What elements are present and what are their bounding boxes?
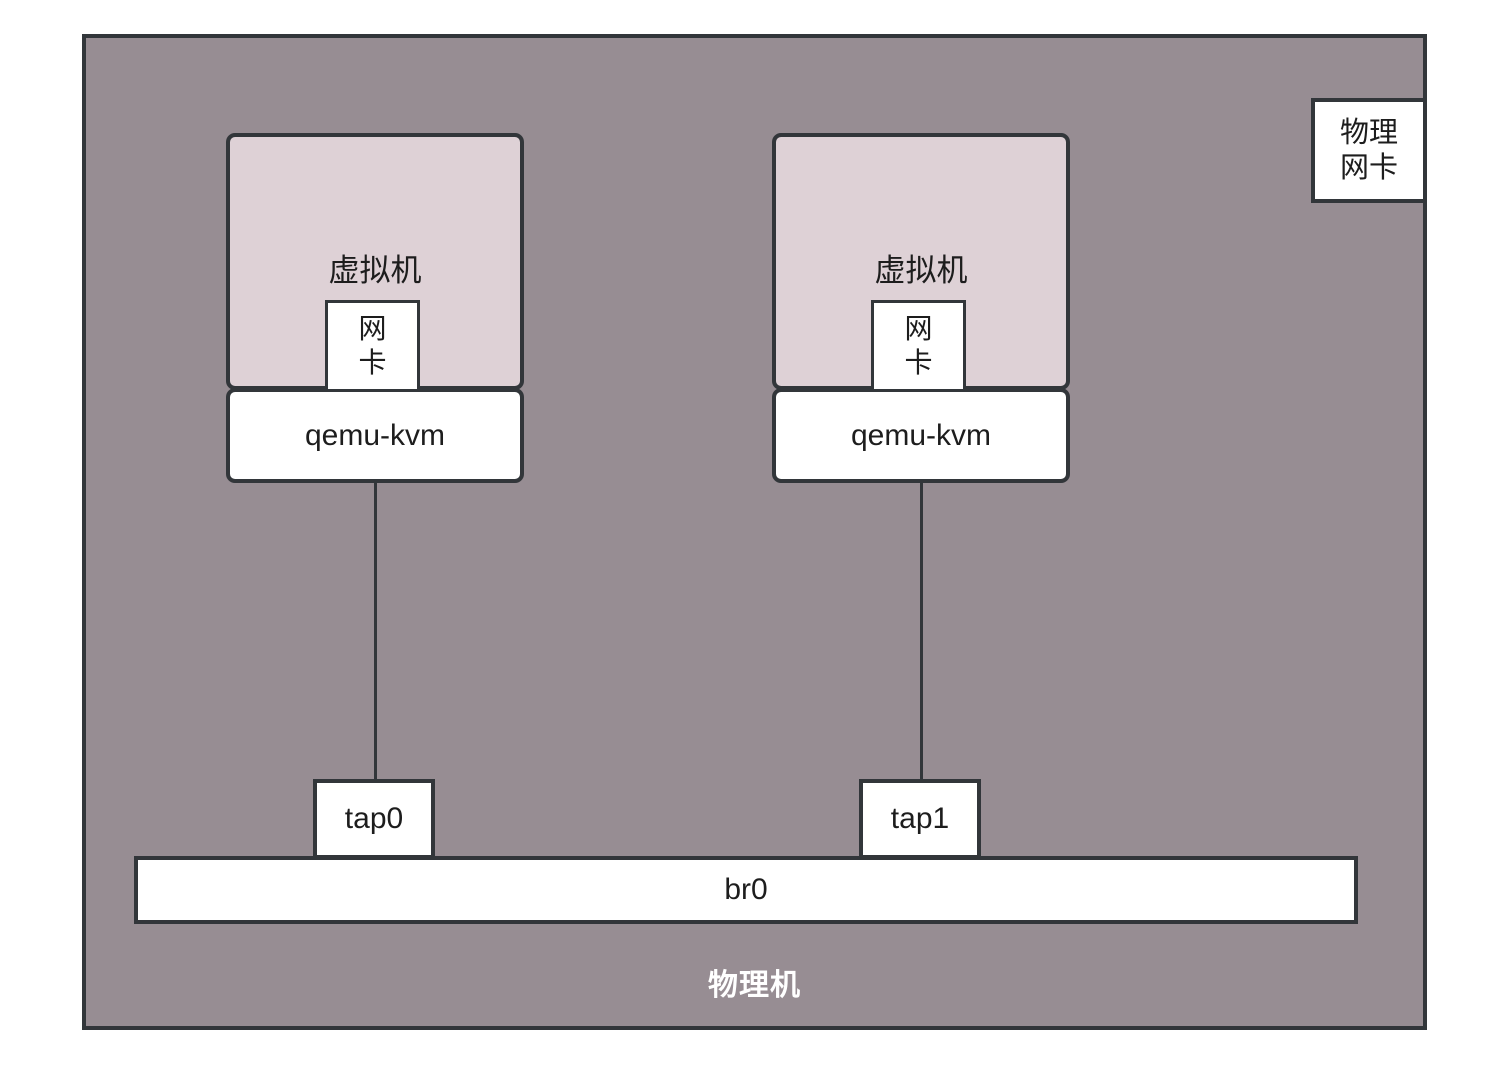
vm-nic-label-line1-0: 网 (358, 312, 387, 344)
bridge-br0: br0 (134, 856, 1358, 924)
vm-group-0: 虚拟机 网 卡 qemu-kvm (226, 133, 524, 483)
connector-line-vm0-tap0 (374, 483, 377, 779)
vm-nic-label-line2-0: 卡 (358, 347, 387, 378)
tap-device-tap0: tap0 (313, 779, 435, 859)
physical-host-label: 物理机 (708, 969, 801, 1002)
vm-nic-box-0: 网 卡 (325, 300, 420, 392)
tap-device-tap1: tap1 (859, 779, 981, 859)
qemu-kvm-box-0: qemu-kvm (226, 388, 524, 483)
connector-line-vm1-tap1 (920, 483, 923, 779)
vm-nic-label-line2-1: 卡 (904, 347, 933, 378)
vm-group-1: 虚拟机 网 卡 qemu-kvm (772, 133, 1070, 483)
vm-title-1: 虚拟机 (874, 253, 968, 288)
physical-nic-label-line1: 物理 (1339, 117, 1398, 150)
qemu-kvm-box-1: qemu-kvm (772, 388, 1070, 483)
vm-nic-box-1: 网 卡 (871, 300, 966, 392)
vm-nic-label-line1-1: 网 (904, 312, 933, 344)
vm-title-0: 虚拟机 (328, 253, 422, 288)
physical-nic-label-line2: 网卡 (1339, 151, 1398, 184)
physical-nic-box: 物理 网卡 (1311, 98, 1427, 203)
